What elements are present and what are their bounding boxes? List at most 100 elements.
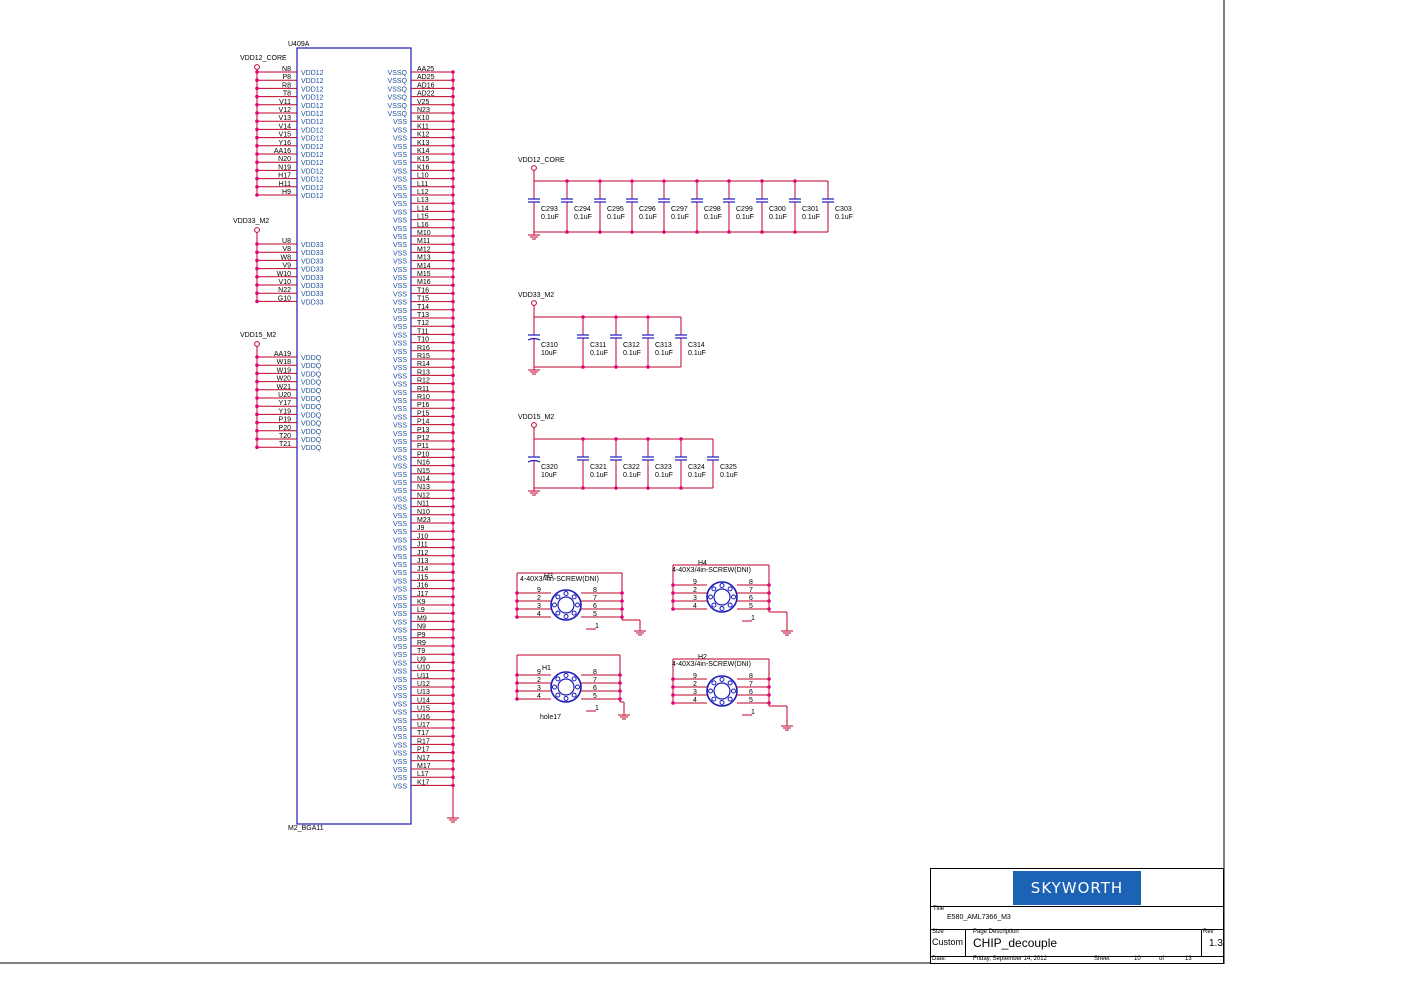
ball-number: M10 (417, 230, 431, 237)
pin-name: VSS (393, 242, 407, 249)
title-label: Title (933, 906, 945, 912)
junction-dot (451, 422, 455, 427)
junction-dot (255, 111, 259, 115)
hole-pin-number: 5 (749, 697, 753, 704)
ball-number: K10 (417, 115, 430, 122)
size-value: Custom (932, 937, 964, 947)
pin-name: VSS (393, 751, 407, 758)
junction-dot (255, 144, 259, 148)
pin-name: VSS (393, 259, 407, 266)
ball-number: N14 (417, 476, 430, 483)
ball-number: N20 (278, 156, 291, 163)
screw-hole-icon (713, 588, 731, 606)
pin-name: VSS (393, 652, 407, 659)
ball-number: T16 (417, 287, 429, 294)
pin-name: VDDQ (301, 396, 322, 403)
junction-dot (451, 390, 455, 394)
ball-number: T8 (283, 91, 291, 98)
power-port-icon (254, 64, 260, 70)
pin-name: VSS (393, 734, 407, 741)
junction-dot (767, 607, 771, 611)
junction-dot (679, 437, 683, 441)
ball-number: L14 (417, 205, 429, 212)
junction-dot (581, 315, 585, 319)
pin-name: VDD33 (301, 275, 324, 282)
junction-dot (451, 340, 455, 345)
cap-value: 0.1uF (623, 472, 641, 479)
pin-name: VDD33 (301, 250, 324, 257)
pin-name: VSS (393, 562, 407, 569)
ball-number: U20 (278, 392, 291, 399)
pin-name: VDD12 (301, 78, 324, 85)
ball-number: P17 (417, 747, 430, 754)
pin-name: VSSQ (388, 86, 408, 93)
power-port-icon (531, 165, 537, 171)
junction-dot (255, 119, 259, 123)
pin-name: VDDQ (301, 404, 322, 411)
ball-number: M14 (417, 263, 431, 270)
ball-number: W8 (281, 254, 292, 261)
junction-dot (451, 373, 455, 378)
pin-name: VDD12 (301, 127, 324, 134)
pin-name: VSS (393, 308, 407, 315)
cap-refdes: C298 (704, 206, 721, 213)
screw-hole-icon (708, 594, 713, 600)
pin-name: VSS (393, 505, 407, 512)
pin-name: VSS (393, 201, 407, 208)
screw-hole-icon (727, 696, 733, 702)
ball-number: P9 (417, 632, 426, 639)
junction-dot (451, 447, 455, 452)
ball-number: L13 (417, 197, 429, 204)
junction-dot (767, 701, 771, 705)
ball-number: V11 (279, 99, 291, 106)
ball-number: K17 (417, 779, 430, 786)
hole-pin-number: 8 (593, 587, 597, 594)
junction-dot (451, 693, 455, 697)
junction-dot (451, 111, 455, 115)
ball-number: J12 (417, 550, 428, 557)
junction-dot (255, 445, 259, 450)
cap-refdes: C301 (802, 206, 819, 213)
junction-dot (255, 379, 259, 384)
junction-dot (451, 709, 455, 714)
cap-value: 0.1uF (720, 472, 738, 479)
ball-number: N11 (417, 501, 429, 508)
junction-dot (451, 201, 455, 205)
ball-number: Y16 (279, 140, 292, 147)
cap-refdes: C300 (769, 206, 786, 213)
junction-dot (760, 179, 764, 183)
pin-name: VSS (393, 341, 407, 348)
junction-dot (451, 611, 455, 615)
date-value: Friday, September 14, 2012 (973, 956, 1047, 962)
ball-number: R9 (417, 640, 426, 647)
title-value: E580_AML7366_M3 (947, 914, 1011, 921)
sheet-number: 10 (1134, 956, 1141, 962)
ball-number: AA25 (417, 66, 434, 73)
junction-dot (255, 185, 259, 189)
ball-number: W19 (277, 367, 292, 374)
junction-dot (451, 308, 455, 312)
ball-number: P11 (417, 443, 429, 450)
junction-dot (255, 127, 259, 132)
ball-number: R11 (417, 386, 429, 393)
ball-number: N8 (282, 66, 291, 73)
ball-number: W10 (277, 271, 292, 278)
pin-name: VDDQ (301, 355, 322, 362)
junction-dot (614, 486, 618, 490)
junction-dot (451, 176, 455, 181)
ball-number: V25 (417, 99, 430, 106)
sheet-total: 13 (1185, 956, 1192, 962)
junction-dot (255, 103, 259, 107)
junction-dot (451, 652, 455, 656)
ball-number: R12 (417, 378, 430, 385)
pin-group-vdd12: VDD12_COREN8VDD12P8VDD12R8VDD12T8VDD12V1… (240, 55, 324, 200)
junction-dot (767, 591, 771, 595)
pin-name: VSS (393, 423, 407, 430)
cap-refdes: C294 (574, 206, 591, 213)
pin-name: VDD12 (301, 144, 324, 151)
pin-name: VSSQ (388, 78, 408, 85)
pin-name: VSS (393, 660, 407, 667)
pin-name: VSS (393, 488, 407, 495)
junction-dot (671, 701, 675, 705)
